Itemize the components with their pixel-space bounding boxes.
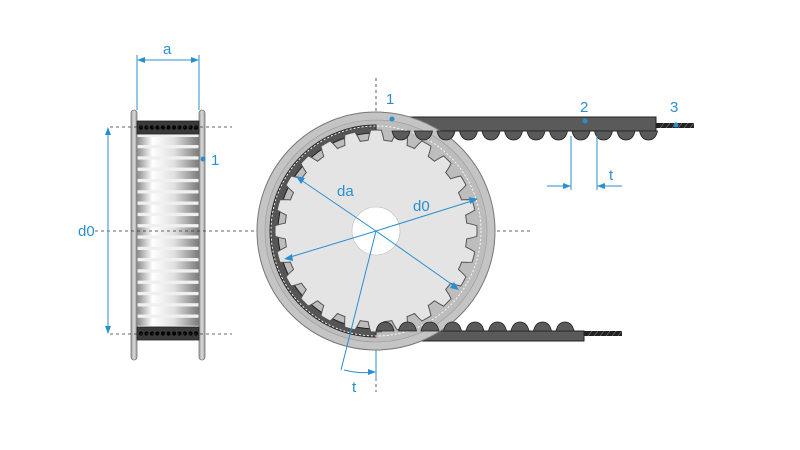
belt-tooth <box>504 130 523 141</box>
belt-cord <box>149 331 155 336</box>
belt-tooth <box>594 130 613 141</box>
belt-tooth <box>465 321 485 332</box>
part-1-side-marker <box>200 156 206 162</box>
front-pitch-diameter-dimension <box>375 197 478 290</box>
belt-cord <box>182 331 188 336</box>
part-3-label: 3 <box>670 99 678 116</box>
belt-cord <box>171 125 177 130</box>
belt-cords-top <box>138 125 199 130</box>
belt-tooth <box>639 130 658 141</box>
pulley-side-view <box>130 109 206 361</box>
belt-cord <box>166 125 171 130</box>
belt-tooth <box>375 321 395 332</box>
part-1-front-marker <box>389 116 395 122</box>
pulley-teeth-side <box>137 137 199 326</box>
belt-cord <box>160 125 166 130</box>
belt-tooth <box>555 321 575 332</box>
belt-tooth <box>391 130 411 141</box>
outer-diameter-dimension <box>284 176 377 261</box>
belt-bottom-span-teeth <box>375 321 575 332</box>
cord-end-bottom <box>584 331 622 336</box>
part-2-marker <box>582 118 588 124</box>
belt-tooth <box>571 130 591 141</box>
side-pitch-diameter-dimension <box>105 127 111 334</box>
belt-tooth <box>459 130 478 141</box>
side-tooth-band <box>137 148 199 157</box>
belt-tooth <box>481 130 501 141</box>
belt-cord <box>193 125 199 130</box>
part-1-side-label: 1 <box>211 152 219 169</box>
belt-cord <box>160 331 166 336</box>
belt-cord <box>144 125 149 130</box>
part-2-label: 2 <box>580 99 588 116</box>
side-tooth-band <box>137 238 199 247</box>
pitch-circle <box>270 125 482 337</box>
belt-cord <box>155 331 160 336</box>
belt-tooth <box>443 321 462 332</box>
belt-tooth <box>398 321 417 332</box>
belt-tooth <box>414 130 433 141</box>
belt-cord <box>193 331 199 336</box>
side-tooth-band <box>137 261 199 270</box>
belt-top-span-teeth <box>391 130 658 141</box>
cord-hatching <box>587 122 695 337</box>
belt-pitch-dimension <box>547 136 622 190</box>
pulley-front-view <box>256 111 695 351</box>
side-tooth-band <box>137 283 199 292</box>
belt-tooth <box>549 130 568 141</box>
side-tooth-band <box>137 317 199 326</box>
belt-cord <box>166 331 171 336</box>
side-tooth-band <box>137 170 199 179</box>
side-tooth-band <box>137 295 199 304</box>
belt-tooth <box>436 130 456 141</box>
belt-tooth <box>510 321 530 332</box>
belt-cord <box>149 125 155 130</box>
right-flange <box>198 109 206 361</box>
belt-tooth <box>420 321 440 332</box>
side-tooth-band <box>137 193 199 202</box>
belt-cord <box>188 331 193 336</box>
side-pitch-diameter-label: d0 <box>78 223 95 240</box>
width-dimension <box>136 55 200 110</box>
belt-cord <box>155 125 160 130</box>
belt-cord <box>171 331 177 336</box>
side-tooth-band <box>137 216 199 225</box>
belt-cord <box>138 331 144 336</box>
side-tooth-band <box>137 137 199 145</box>
part-1-front-label: 1 <box>386 91 394 108</box>
side-tooth-band <box>137 204 199 213</box>
belt-cord <box>182 125 188 130</box>
side-tooth-band <box>137 306 199 315</box>
belt-tooth <box>616 130 636 141</box>
pulley-pitch-label: t <box>352 379 357 396</box>
belt-pitch-label: t <box>609 167 614 184</box>
belt-tooth <box>488 321 507 332</box>
belt-cord <box>188 125 193 130</box>
belt-cord <box>138 125 144 130</box>
side-tooth-band <box>137 159 199 168</box>
belt-tooth <box>533 321 552 332</box>
belt-cords-bottom <box>138 331 199 336</box>
width-label: a <box>163 41 172 58</box>
belt-cord <box>177 125 182 130</box>
belt-tooth <box>526 130 546 141</box>
part-3-marker <box>673 122 679 128</box>
side-tooth-band <box>137 182 199 191</box>
left-flange <box>130 109 138 361</box>
belt-cord <box>177 331 182 336</box>
side-tooth-band <box>137 250 199 258</box>
outer-diameter-label: da <box>337 183 354 200</box>
pulley-pitch-dimension <box>340 230 377 380</box>
front-pitch-diameter-label: d0 <box>413 198 430 215</box>
side-tooth-band <box>137 272 199 281</box>
belt-cord <box>144 331 149 336</box>
